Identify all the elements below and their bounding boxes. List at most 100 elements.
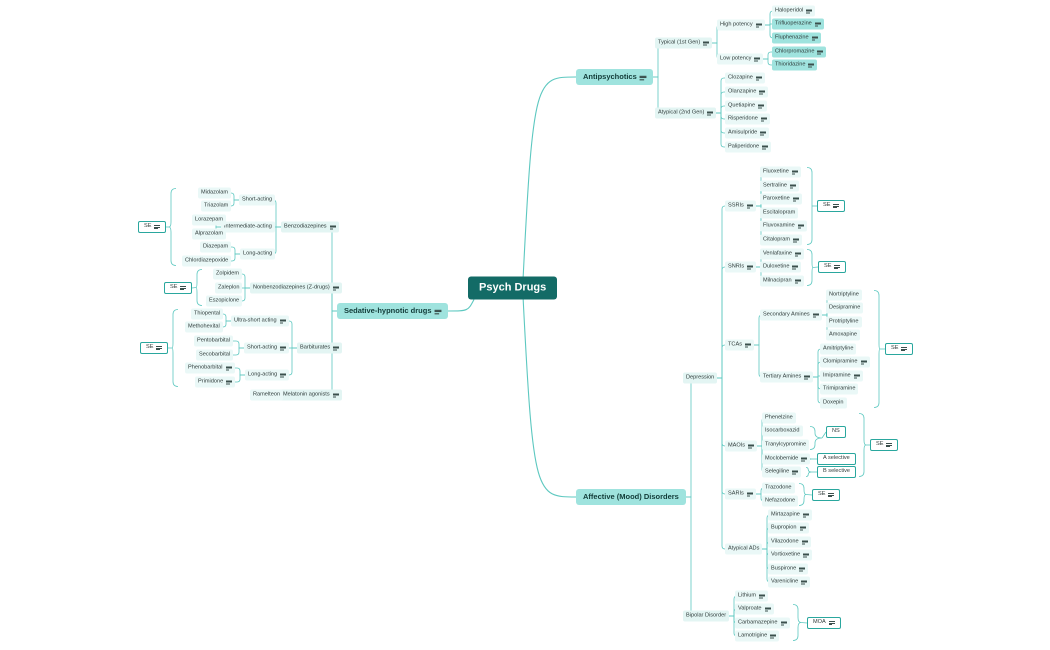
node-isocarboxazid[interactable]: Isocarboxazid	[762, 425, 803, 437]
notes-icon[interactable]	[834, 265, 841, 270]
node-amitriptyline[interactable]: Amitriptyline	[820, 343, 857, 355]
node-tcas[interactable]: TCAs	[725, 339, 754, 351]
node-tranylcypromine[interactable]: Tranylcypromine	[762, 439, 810, 451]
notes-icon[interactable]	[792, 470, 799, 475]
notes-icon[interactable]	[434, 308, 441, 314]
notes-icon[interactable]	[812, 313, 819, 318]
notes-icon[interactable]	[791, 170, 798, 175]
notes-icon[interactable]	[770, 634, 777, 639]
notes-icon[interactable]	[759, 594, 766, 599]
node-desipramine[interactable]: Desipramine	[826, 302, 864, 314]
topic-sedative-hypnotic-drugs[interactable]: Sedative-hypnotic drugs	[337, 303, 448, 319]
node-triazolam[interactable]: Triazolam	[201, 200, 232, 212]
summary-se-sum-maoi[interactable]: SE	[870, 439, 899, 451]
node-long-acting[interactable]: Long-acting	[245, 369, 290, 381]
notes-icon[interactable]	[853, 374, 860, 379]
summary-se-sum-benzo[interactable]: SE	[138, 221, 167, 233]
notes-icon[interactable]	[794, 252, 801, 257]
notes-icon[interactable]	[801, 540, 808, 545]
node-sertraline[interactable]: Sertraline	[760, 180, 799, 192]
node-clomipramine[interactable]: Clomipramine	[820, 356, 870, 368]
notes-icon[interactable]	[280, 373, 287, 378]
notes-icon[interactable]	[755, 76, 762, 81]
node-bupropion[interactable]: Bupropion	[768, 522, 809, 534]
notes-icon[interactable]	[799, 526, 806, 531]
notes-icon[interactable]	[279, 319, 286, 324]
node-low-potency[interactable]: Low potency	[717, 53, 764, 65]
node-mirtazapine[interactable]: Mirtazapine	[768, 509, 812, 521]
notes-icon[interactable]	[226, 380, 233, 385]
node-thiopental[interactable]: Thiopental	[191, 308, 224, 320]
node-nefazodone[interactable]: Nefazodone	[762, 495, 799, 507]
topic-antipsychotics[interactable]: Antipsychotics	[576, 69, 653, 85]
node-long-acting[interactable]: Long-acting	[240, 248, 276, 260]
node-fluoxetine[interactable]: Fluoxetine	[760, 166, 801, 178]
node-high-potency[interactable]: High potency	[717, 19, 765, 31]
node-varenicline[interactable]: Varenicline	[768, 576, 811, 588]
notes-icon[interactable]	[332, 393, 339, 398]
node-maois[interactable]: MAOIs	[725, 440, 758, 452]
notes-icon[interactable]	[828, 493, 835, 498]
notes-icon[interactable]	[329, 225, 336, 230]
node-pentobarbital[interactable]: Pentobarbital	[194, 335, 233, 347]
node-lithium[interactable]: Lithium	[735, 590, 769, 602]
node-haloperidol[interactable]: Haloperidol	[772, 5, 816, 17]
node-tertiary-amines[interactable]: Tertiary Amines	[760, 371, 814, 383]
node-clozapine[interactable]: Clozapine	[725, 72, 765, 84]
node-selegiline[interactable]: Selegiline	[762, 466, 802, 478]
notes-icon[interactable]	[333, 346, 340, 351]
node-amoxapine[interactable]: Amoxapine	[826, 329, 860, 341]
notes-icon[interactable]	[860, 360, 867, 365]
notes-icon[interactable]	[804, 375, 811, 380]
summary-se-sum-snri[interactable]: SE	[818, 261, 847, 273]
notes-icon[interactable]	[793, 238, 800, 243]
node-trimipramine[interactable]: Trimipramine	[820, 383, 859, 395]
notes-icon[interactable]	[789, 184, 796, 189]
node-intermediate-acting[interactable]: Intermediate-acting	[221, 221, 275, 233]
notes-icon[interactable]	[806, 9, 813, 14]
notes-icon[interactable]	[833, 204, 840, 209]
notes-icon[interactable]	[746, 492, 753, 497]
notes-icon[interactable]	[792, 197, 799, 202]
notes-icon[interactable]	[154, 225, 161, 230]
node-chlorpromazine[interactable]: Chlorpromazine	[772, 46, 827, 58]
summary-a-selective-sum-maoi-a[interactable]: A selective	[817, 453, 856, 465]
node-thioridazine[interactable]: Thioridazine	[772, 59, 818, 71]
node-protriptyline[interactable]: Protriptyline	[826, 316, 862, 328]
notes-icon[interactable]	[801, 457, 808, 462]
node-valproate[interactable]: Valproate	[735, 603, 774, 615]
node-doxepin[interactable]: Doxepin	[820, 397, 847, 409]
node-phenobarbital[interactable]: Phenobarbital	[185, 362, 235, 374]
node-ramelteon[interactable]: Ramelteon	[250, 389, 284, 401]
node-venlafaxine[interactable]: Venlafaxine	[760, 248, 804, 260]
node-carbamazepine[interactable]: Carbamazepine	[735, 617, 790, 629]
notes-icon[interactable]	[886, 443, 893, 448]
node-ultra-short-acting[interactable]: Ultra-short acting	[231, 315, 289, 327]
node-risperidone[interactable]: Risperidone	[725, 113, 770, 125]
node-duloxetine[interactable]: Duloxetine	[760, 261, 802, 273]
notes-icon[interactable]	[764, 607, 771, 612]
notes-icon[interactable]	[156, 346, 163, 351]
notes-icon[interactable]	[828, 621, 835, 626]
node-bipolar-disorder[interactable]: Bipolar Disorder	[683, 610, 730, 622]
node-secondary-amines[interactable]: Secondary Amines	[760, 309, 822, 321]
node-buspirone[interactable]: Buspirone	[768, 563, 809, 575]
node-paroxetine[interactable]: Paroxetine	[760, 193, 802, 205]
notes-icon[interactable]	[801, 580, 808, 585]
notes-icon[interactable]	[760, 117, 767, 122]
notes-icon[interactable]	[817, 50, 824, 55]
node-ssris[interactable]: SSRIs	[725, 200, 756, 212]
node-snris[interactable]: SNRIs	[725, 261, 757, 273]
notes-icon[interactable]	[746, 204, 753, 209]
node-methohexital[interactable]: Methohexital	[185, 321, 223, 333]
notes-icon[interactable]	[760, 131, 767, 136]
notes-icon[interactable]	[762, 145, 769, 150]
notes-icon[interactable]	[707, 111, 714, 116]
node-midazolam[interactable]: Midazolam	[198, 187, 232, 199]
node-depression[interactable]: Depression	[683, 372, 718, 384]
node-atypical-ads[interactable]: Atypical ADs	[725, 543, 763, 555]
node-zaleplon[interactable]: Zaleplon	[215, 282, 243, 294]
notes-icon[interactable]	[755, 23, 762, 28]
notes-icon[interactable]	[802, 513, 809, 518]
